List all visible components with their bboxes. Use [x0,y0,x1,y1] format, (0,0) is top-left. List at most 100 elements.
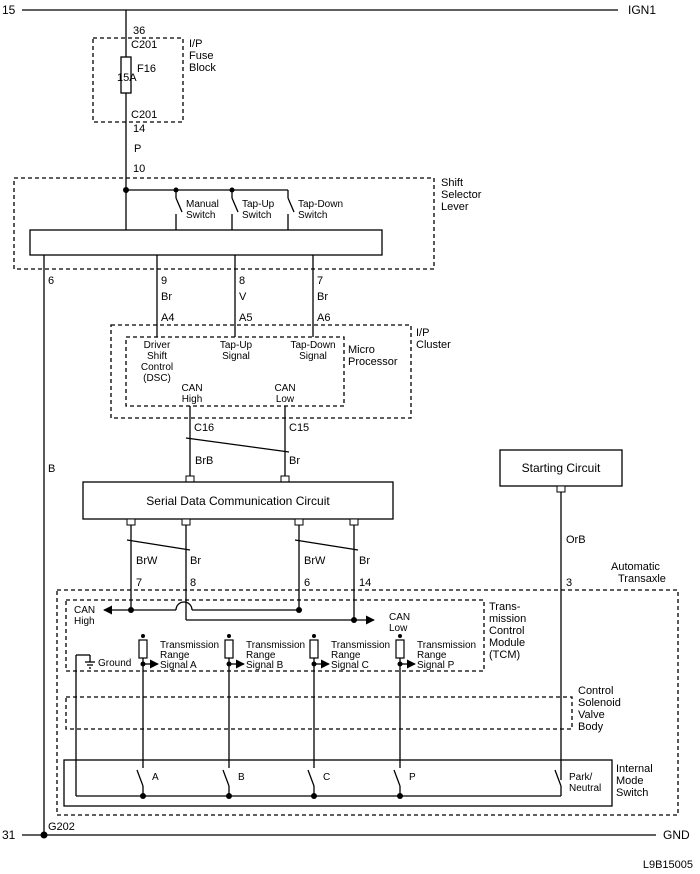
mode-switch-label-2: Mode [616,775,644,787]
feed-pin: 10 [133,163,145,175]
fuse-connector-top: C201 [131,39,157,51]
cluster-label-2: Cluster [416,339,451,351]
cluster-wire-br: Br [289,455,300,467]
switch-label-tapdown-2: Switch [298,210,327,221]
cluster-pin-a6: A6 [317,312,330,324]
fuse-block-label-3: Block [189,62,216,74]
tcm-can-low-2: Low [389,623,408,634]
switch-label-manual-2: Switch [186,210,215,221]
range-signal-p: Transmission Range Signal P [395,634,476,671]
serial-wire-color-4: Br [359,555,370,567]
mode-contact-c: C [307,769,330,799]
fuse-pin-top: 36 [133,25,145,37]
internal-mode-switch: Internal Mode Switch A B C P [63,759,653,807]
cluster-can-low-1: CAN [274,383,295,394]
mode-contact-c-label: C [323,772,330,783]
micro-processor-box [125,336,345,407]
range-signal-p-2: Range [417,650,447,661]
cluster-can-high-1: CAN [181,383,202,394]
cluster-label-1: I/P [416,327,429,339]
automatic-transaxle: Automatic Transaxle [56,561,679,816]
tcm-label-4: Module [489,637,525,649]
tapdown-signal-label-1: Tap-Down [290,340,335,351]
tap-up-switch: Tap-Up Switch [229,187,275,230]
shift-lever-module-box [29,229,383,256]
tcm-pin-7: 7 [136,577,142,589]
tcm-module: Trans- mission Control Module (TCM) CAN … [65,599,526,672]
starting-wire-color: OrB [566,534,586,546]
lever-out-pin-2: 8 [239,275,245,287]
lever-out-pin-3: 7 [317,275,323,287]
shift-lever-label-2: Selector [441,189,482,201]
lever-ground-wire: 6 B [43,255,55,835]
gnd-label: GND [663,828,690,842]
ign1-label: IGN1 [628,3,656,17]
fuse-pin-bottom: 14 [133,123,145,135]
fuse-block-label-2: Fuse [189,50,213,62]
transaxle-label-2: Transaxle [618,573,666,585]
mode-contact-b: B [222,769,245,799]
cluster-pin-a5: A5 [239,312,252,324]
mode-switch-label-1: Internal [616,763,653,775]
shift-selector-lever: Shift Selector Lever Manual Switch Tap-U… [13,177,482,270]
gnd-rail: 31 GND G202 [2,821,690,842]
mode-contact-a-label: A [152,772,159,783]
switch-label-tapdown-1: Tap-Down [298,199,343,210]
starting-pin: 3 [566,577,572,589]
tapup-signal-label-2: Signal [222,351,250,362]
range-signal-c-3: Signal C [331,660,369,671]
transaxle-label-1: Automatic [611,561,660,573]
ground-point-g202: G202 [48,821,75,833]
ign1-power-rail: 15 IGN1 [2,3,656,17]
tcm-can-high-2: High [74,616,95,627]
switch-label-tapup-2: Switch [242,210,271,221]
tapdown-signal-label-2: Signal [299,351,327,362]
starting-circuit-label: Starting Circuit [522,461,601,475]
lever-output-wires: 9 Br A4 8 V A5 7 Br A6 [156,255,330,337]
tcm-label-3: Control [489,625,524,637]
switch-label-manual-1: Manual [186,199,219,210]
range-signal-a-3: Signal A [160,660,197,671]
cluster-pin-a4: A4 [161,312,174,324]
cluster-can-high-2: High [182,394,203,405]
cluster-can-low-2: Low [276,394,295,405]
figure-id: L9B15005 [643,859,693,871]
valve-body-label-2: Solenoid [578,697,621,709]
tap-down-switch: Tap-Down Switch [287,190,343,230]
fuse-rating: 15A [117,72,137,84]
mode-contact-p-label: P [409,772,416,783]
starting-circuit: Starting Circuit OrB 3 [499,449,623,780]
range-signal-a-2: Range [160,650,190,661]
fuse-connector-bottom: C201 [131,109,157,121]
tcm-pin-14: 14 [359,577,371,589]
dsc-label-2: Shift [147,351,167,362]
park-neutral-label-2: Neutral [569,783,601,794]
tcm-pin-8: 8 [190,577,196,589]
rail-number-bottom: 31 [2,828,16,842]
control-solenoid-valve-body: Control Solenoid Valve Body [65,685,621,733]
valve-body-label-3: Valve [578,709,605,721]
manual-switch: Manual Switch [173,187,219,230]
range-signal-a: Transmission Range Signal A [138,634,219,671]
range-signal-b-3: Signal B [246,660,284,671]
tcm-can-high-1: CAN [74,605,95,616]
micro-processor-label-2: Processor [348,356,398,368]
lever-out-color-1: Br [161,291,172,303]
tcm-ground-icon [76,654,95,669]
tcm-label-2: mission [489,613,526,625]
serial-wire-color-3: BrW [304,555,326,567]
range-signal-a-1: Transmission [160,640,219,651]
tcm-label-1: Trans- [489,601,521,613]
shift-lever-label-3: Lever [441,201,469,213]
valve-body-label-4: Body [578,721,604,733]
range-signal-b-1: Transmission [246,640,305,651]
range-signal-c: Transmission Range Signal C [309,634,390,671]
lever-ground-pin: 6 [48,275,54,287]
serial-data-circuit-label: Serial Data Communication Circuit [146,494,330,508]
serial-wire-color-1: BrW [136,555,158,567]
valve-body-label-1: Control [578,685,613,697]
serial-data-circuit: Serial Data Communication Circuit [82,481,394,526]
range-signal-p-1: Transmission [417,640,476,651]
rail-number-top: 15 [2,3,16,17]
dsc-label-3: Control [141,362,173,373]
